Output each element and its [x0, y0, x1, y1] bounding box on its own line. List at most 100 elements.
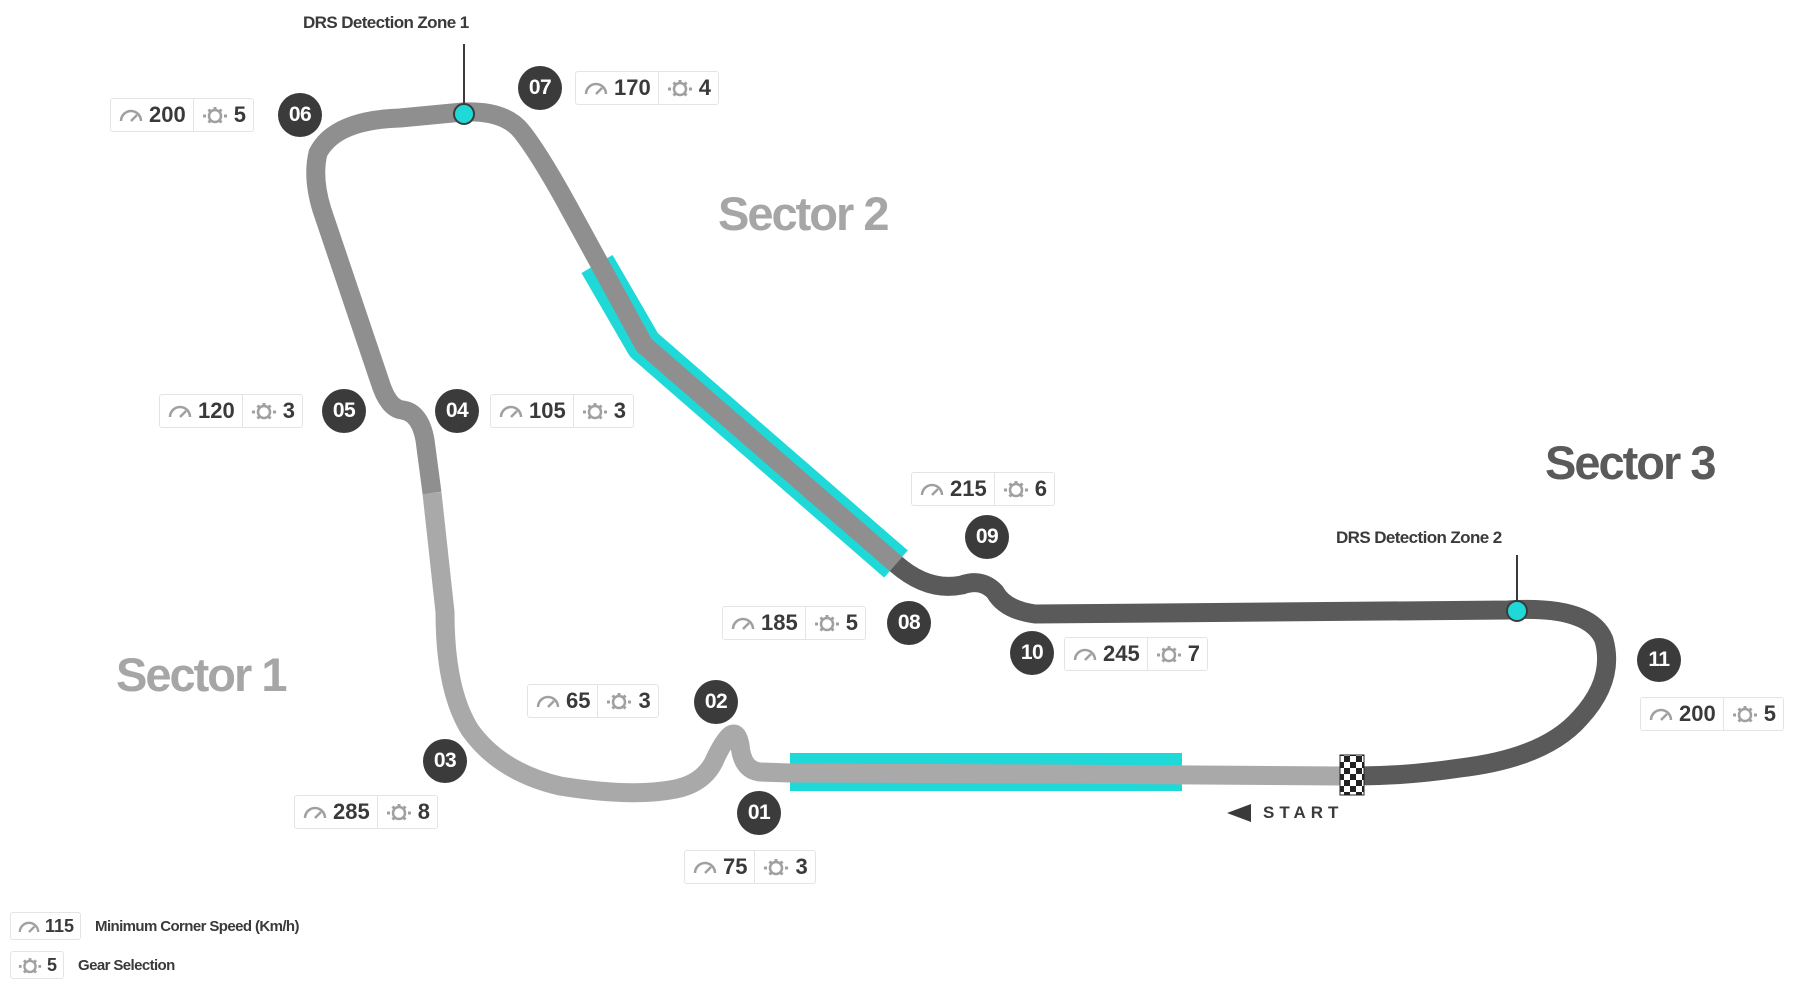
speed-value: 285 [333, 799, 370, 824]
turn-badge-01: 01 [737, 791, 781, 835]
gear-icon [251, 403, 276, 420]
sector-3-label: Sector 3 [1545, 436, 1716, 489]
turn-info-01: 75 3 [684, 850, 816, 884]
start-label: START [1227, 803, 1343, 823]
gear-value: 6 [1034, 476, 1047, 501]
speed-cell: 75 [685, 851, 754, 883]
speed-cell: 105 [491, 395, 573, 427]
speed-value: 200 [1679, 701, 1716, 726]
turn-badge-11: 11 [1637, 638, 1681, 682]
turn-info-11: 200 5 [1640, 697, 1784, 731]
turn-info-03: 285 8 [294, 795, 438, 829]
drs-detection-zone-2-label: DRS Detection Zone 2 [1336, 528, 1502, 547]
gear-value: 4 [698, 75, 711, 100]
speedometer-icon [584, 82, 608, 95]
turn-badge-09: 09 [965, 515, 1009, 559]
speedometer-icon [693, 861, 717, 874]
checkered-flag-icon [1339, 754, 1365, 796]
drs-detection-point-2 [1506, 600, 1528, 622]
turn-badge-08: 08 [887, 601, 931, 645]
gear-icon [18, 957, 42, 973]
speedometer-icon [168, 405, 192, 418]
gear-value: 3 [613, 398, 626, 423]
turn-info-02: 65 3 [527, 684, 659, 718]
gear-icon [582, 403, 607, 420]
speed-cell: 120 [160, 395, 242, 427]
speed-cell: 285 [295, 796, 377, 828]
turn-badge-04: 04 [435, 389, 479, 433]
gear-value: 7 [1187, 641, 1200, 666]
turn-info-04: 105 3 [490, 394, 634, 428]
legend-gear: 5 Gear Selection [10, 951, 175, 979]
turn-badge-06: 06 [278, 93, 322, 137]
gear-cell: 5 [1722, 698, 1783, 730]
speed-cell: 200 [1641, 698, 1723, 730]
legend-gear-box: 5 [10, 951, 65, 979]
legend-speed-text: Minimum Corner Speed (Km/h) [95, 917, 299, 935]
speedometer-icon [1073, 648, 1097, 661]
speedometer-icon [499, 405, 523, 418]
gear-cell: 8 [376, 796, 437, 828]
start-text: START [1263, 803, 1344, 822]
speed-cell: 170 [576, 72, 658, 104]
speedometer-icon [920, 483, 944, 496]
arrow-left-icon [1227, 804, 1251, 822]
sector-2-label: Sector 2 [718, 187, 889, 240]
speed-cell: 215 [912, 473, 994, 505]
speedometer-icon [536, 695, 560, 708]
turn-badge-03: 03 [423, 739, 467, 783]
gear-cell: 6 [993, 473, 1054, 505]
speed-value: 200 [149, 102, 186, 127]
gear-cell: 3 [572, 395, 633, 427]
gear-icon [1156, 646, 1181, 663]
gear-cell: 5 [804, 607, 865, 639]
gear-value: 3 [282, 398, 295, 423]
speedometer-icon [1649, 708, 1673, 721]
legend-speed: 115 Minimum Corner Speed (Km/h) [10, 912, 299, 940]
track-sector-3 [889, 556, 1617, 786]
drs-detection-zone-1-label: DRS Detection Zone 1 [303, 13, 469, 32]
turn-badge-02: 02 [694, 680, 738, 724]
speed-value: 75 [723, 854, 748, 879]
speed-cell: 185 [723, 607, 805, 639]
speed-value: 215 [950, 476, 987, 501]
gear-icon [814, 615, 839, 632]
turn-badge-07: 07 [518, 66, 562, 110]
turn-info-08: 185 5 [722, 606, 866, 640]
gear-value: 5 [1763, 701, 1776, 726]
speed-value: 120 [198, 398, 235, 423]
gear-value: 3 [638, 688, 651, 713]
turn-info-09: 215 6 [911, 472, 1055, 506]
gear-icon [764, 859, 789, 876]
gear-icon [1732, 706, 1757, 723]
speed-cell: 65 [528, 685, 597, 717]
gear-cell: 7 [1146, 638, 1207, 670]
gear-icon [1003, 481, 1028, 498]
speedometer-icon [18, 921, 40, 933]
speed-value: 65 [566, 688, 591, 713]
sector-1-label: Sector 1 [116, 648, 287, 701]
speed-value: 170 [614, 75, 651, 100]
speedometer-icon [119, 109, 143, 122]
track-sector-2 [306, 102, 903, 572]
gear-value: 8 [417, 799, 430, 824]
gear-icon [386, 804, 411, 821]
gear-cell: 3 [241, 395, 302, 427]
legend-speed-box: 115 [10, 912, 82, 940]
turn-info-05: 120 3 [159, 394, 303, 428]
gear-cell: 5 [192, 99, 253, 131]
gear-icon [607, 693, 632, 710]
speed-cell: 245 [1065, 638, 1147, 670]
gear-cell: 4 [657, 72, 718, 104]
drs-detection-point-1 [453, 103, 475, 125]
speed-value: 185 [761, 610, 798, 635]
turn-badge-10: 10 [1010, 631, 1054, 675]
gear-value: 3 [795, 854, 808, 879]
speedometer-icon [731, 617, 755, 630]
speed-value: 245 [1103, 641, 1140, 666]
track-sector-1 [422, 491, 1342, 803]
gear-value: 5 [233, 102, 246, 127]
gear-cell: 3 [597, 685, 657, 717]
speed-value: 105 [529, 398, 566, 423]
